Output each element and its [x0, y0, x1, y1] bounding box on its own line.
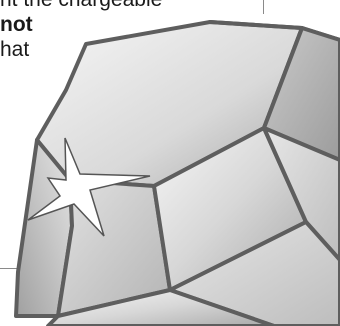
gem-facets [16, 22, 340, 326]
